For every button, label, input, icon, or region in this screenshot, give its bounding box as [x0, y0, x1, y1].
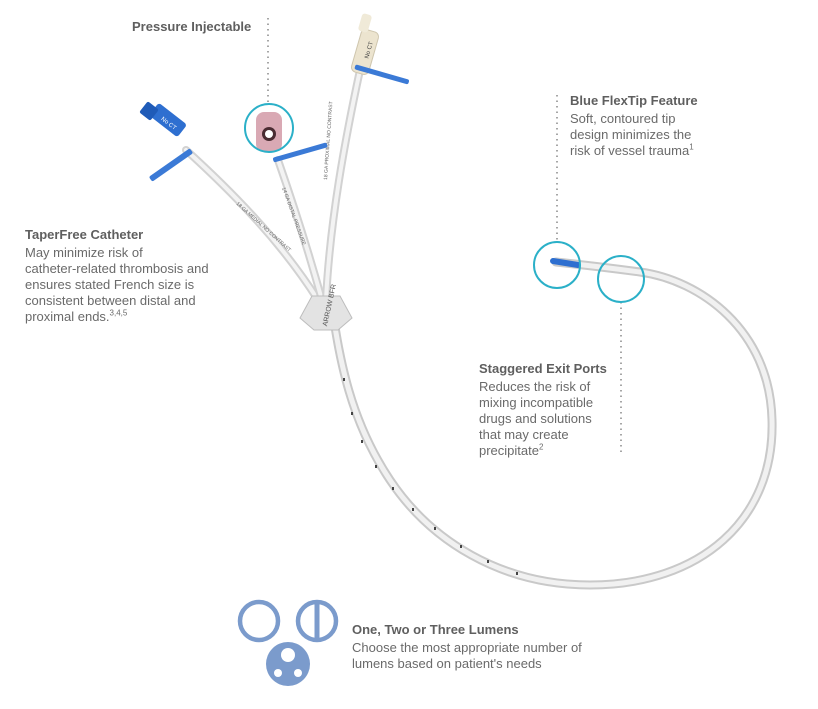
flextip-title: Blue FlexTip Feature [570, 93, 698, 108]
extension-leg-right-hl [324, 68, 362, 302]
staggered-highlight-circle [597, 255, 645, 303]
double-lumen-icon [295, 599, 339, 643]
taperfree-title: TaperFree Catheter [25, 227, 144, 242]
triple-lumen-icon [266, 642, 310, 686]
blue-flextip [550, 258, 581, 268]
lumens-body: Choose the most appropriate number of lu… [352, 640, 582, 671]
pressure-highlight-circle [244, 103, 294, 153]
juncture-hub [299, 295, 353, 331]
staggered-callout: Staggered Exit Ports Reduces the risk of… [479, 361, 679, 459]
flextip-callout: Blue FlexTip Feature Soft, contoured tip… [570, 93, 790, 159]
taperfree-body: May minimize risk of catheter-related th… [25, 245, 209, 324]
flextip-highlight-circle [533, 241, 581, 289]
pressure-title: Pressure Injectable [132, 19, 252, 34]
lumens-title: One, Two or Three Lumens [352, 622, 519, 637]
white-cap-hub-right: No CT [350, 13, 409, 85]
taperfree-callout: TaperFree Catheter May minimize risk of … [25, 227, 255, 325]
cap-right-label: No CT [364, 41, 375, 60]
catheter-body-highlight [329, 259, 775, 588]
staggered-body: Reduces the risk of mixing incompatible … [479, 379, 594, 458]
pink-pressure-hub [256, 112, 328, 163]
single-lumen-icon [237, 599, 281, 643]
blue-luer-hub-left: No CT [139, 101, 193, 182]
lumens-callout: One, Two or Three Lumens Choose the most… [352, 622, 642, 672]
pressure-callout: Pressure Injectable [132, 19, 251, 37]
extension-leg-middle-hl [276, 158, 324, 302]
flextip-body: Soft, contoured tip design minimizes the… [570, 111, 694, 158]
extension-leg-left-hl [184, 148, 320, 302]
staggered-title: Staggered Exit Ports [479, 361, 607, 376]
depth-markings [343, 378, 518, 575]
svg-text:18 GA PROXIMAL NO CONTRAST: 18 GA PROXIMAL NO CONTRAST [323, 101, 334, 180]
